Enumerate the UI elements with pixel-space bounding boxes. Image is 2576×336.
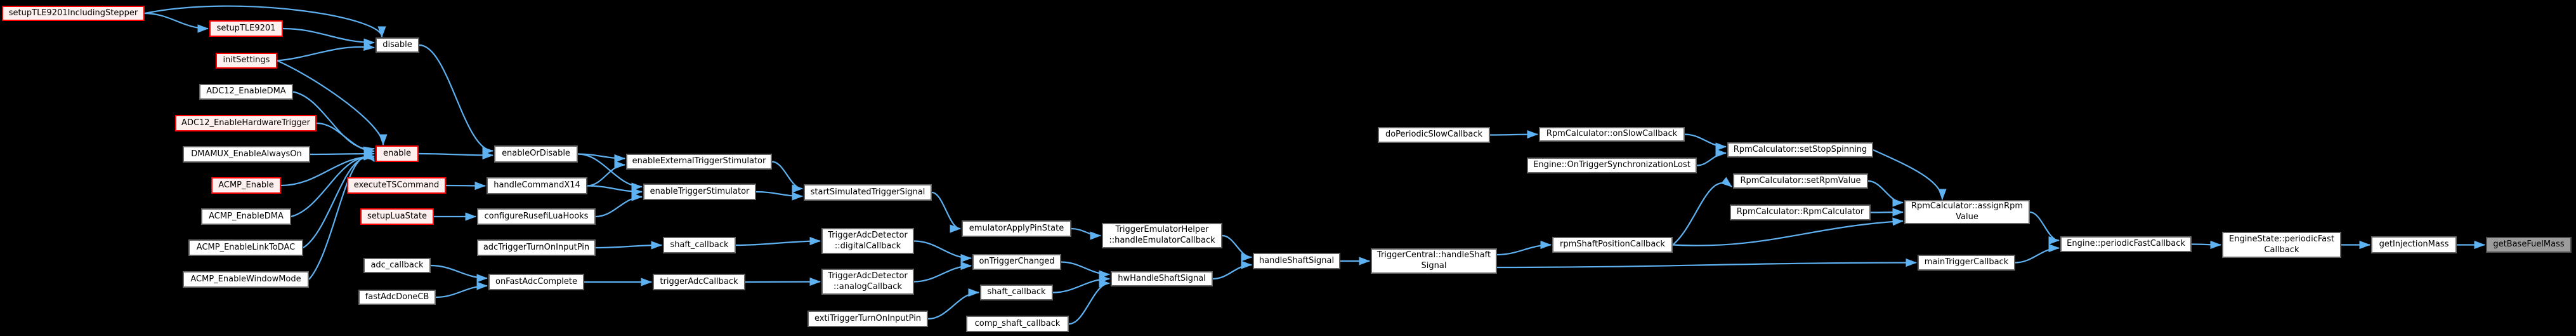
edge-enableExternalTriggerStimulator-to-startSimulatedTriggerSignal <box>771 161 804 193</box>
graph-node-Engine_periodicFastCallback[interactable]: Engine::periodicFastCallback <box>2060 236 2192 252</box>
graph-node-RpmCalculator_onSlowCallback[interactable]: RpmCalculator::onSlowCallback <box>1539 127 1685 142</box>
graph-node-emulatorApplyPinState[interactable]: emulatorApplyPinState <box>962 220 1071 237</box>
edge-RpmCalculator_assignRpmValue-to-Engine_periodicFastCallback <box>2029 211 2060 245</box>
edge-triggerAdcCallback-to-TriggerAdcDetector_analogCallback <box>745 277 821 286</box>
edge-enableTriggerStimulator-to-startSimulatedTriggerSignal <box>755 191 804 201</box>
edge-onTriggerChanged-to-hwHandleShaftSignal <box>1061 261 1111 279</box>
edge-TriggerCentral_handleShaftSignal-to-mainTriggerCallback <box>1496 258 1918 269</box>
graph-node-mainTriggerCallback[interactable]: mainTriggerCallback <box>1918 255 2015 271</box>
edge-initSettings-to-disable <box>277 42 376 62</box>
edge-setupTLE9201IncludingStepper-to-setupTLE9201 <box>144 12 209 33</box>
edge-rpmShaftPositionCallback-to-RpmCalculator_assignRpmValue <box>1672 217 1904 246</box>
edge-configureRusefiLuaHooks-to-enableTriggerStimulator <box>595 192 643 218</box>
graph-node-EngineState_periodicFastCallback[interactable]: EngineState::periodicFast Callback <box>2222 232 2341 258</box>
graph-node-RpmCalculator_RpmCalculator[interactable]: RpmCalculator::RpmCalculator <box>1730 205 1871 220</box>
edge-adcTriggerTurnOnInputPin-to-shaft_callback_1 <box>595 241 663 250</box>
edge-disable-to-enableOrDisable <box>419 44 494 156</box>
graph-node-fastAdcDoneCB[interactable]: fastAdcDoneCB <box>358 290 436 305</box>
edge-mainTriggerCallback-to-Engine_periodicFastCallback <box>2015 243 2060 264</box>
graph-node-hwHandleShaftSignal[interactable]: hwHandleShaftSignal <box>1111 271 1213 286</box>
edge-ACMP_EnableWindowMode-to-enable <box>308 151 375 280</box>
graph-node-ADC12_EnableHardwareTrigger[interactable]: ADC12_EnableHardwareTrigger <box>175 115 317 131</box>
edge-emulatorApplyPinState-to-TriggerEmulatorHelper_handleEmulatorCallback <box>1071 227 1102 240</box>
graph-node-DMAMUX_EnableAlwaysOn[interactable]: DMAMUX_EnableAlwaysOn <box>183 146 310 163</box>
graph-node-ACMP_EnableWindowMode[interactable]: ACMP_EnableWindowMode <box>183 271 309 288</box>
graph-node-onFastAdcComplete[interactable]: onFastAdcComplete <box>488 274 584 290</box>
edge-RpmCalculator_onSlowCallback-to-RpmCalculator_setStopSpinning <box>1684 133 1727 151</box>
edge-extiTriggerTurnOnInputPin-to-shaft_callback_2 <box>927 288 980 320</box>
graph-node-enable[interactable]: enable <box>376 145 419 162</box>
edge-shaft_callback_1-to-TriggerAdcDetector_digitalCallback <box>735 236 821 246</box>
graph-node-doPeriodicSlowCallback[interactable]: doPeriodicSlowCallback <box>1378 127 1490 143</box>
graph-node-handleShaftSignal[interactable]: handleShaftSignal <box>1253 253 1340 269</box>
edge-TriggerAdcDetector_digitalCallback-to-onTriggerChanged <box>913 240 972 263</box>
edge-handleCommandX14-to-enableTriggerStimulator <box>587 185 643 196</box>
edge-TriggerAdcDetector_analogCallback-to-onTriggerChanged <box>913 261 972 283</box>
graph-node-setupTLE9201[interactable]: setupTLE9201 <box>209 20 283 37</box>
edge-TriggerEmulatorHelper_handleEmulatorCallback-to-handleShaftSignal <box>1222 234 1253 262</box>
graph-node-ACMP_Enable[interactable]: ACMP_Enable <box>211 177 281 194</box>
graph-node-setupTLE9201IncludingStepper[interactable]: setupTLE9201IncludingStepper <box>2 6 145 21</box>
graph-node-shaft_callback_1[interactable]: shaft_callback <box>663 237 736 253</box>
edge-fastAdcDoneCB-to-onFastAdcComplete <box>435 281 488 299</box>
graph-node-adcTriggerTurnOnInputPin[interactable]: adcTriggerTurnOnInputPin <box>477 239 596 256</box>
edge-hwHandleShaftSignal-to-handleShaftSignal <box>1212 260 1253 280</box>
edge-RpmCalculator_setRpmValue-to-RpmCalculator_assignRpmValue <box>1867 180 1904 207</box>
graph-node-extiTriggerTurnOnInputPin[interactable]: extiTriggerTurnOnInputPin <box>807 311 928 327</box>
graph-node-disable[interactable]: disable <box>376 37 419 53</box>
edge-RpmCalculator_RpmCalculator-to-RpmCalculator_assignRpmValue <box>1870 208 1904 217</box>
graph-node-handleCommandX14[interactable]: handleCommandX14 <box>487 177 587 194</box>
graph-node-rpmShaftPositionCallback[interactable]: rpmShaftPositionCallback <box>1552 237 1673 253</box>
graph-node-initSettings[interactable]: initSettings <box>216 53 277 69</box>
edge-enableOrDisable-to-enableTriggerStimulator <box>577 153 643 191</box>
edge-startSimulatedTriggerSignal-to-emulatorApplyPinState <box>931 191 962 233</box>
edge-TriggerCentral_handleShaftSignal-to-rpmShaftPositionCallback <box>1496 240 1552 256</box>
graph-node-enableOrDisable[interactable]: enableOrDisable <box>494 145 578 163</box>
edge-Engine_OnTriggerSynchronizationLost-to-RpmCalculator_setStopSpinning <box>1696 149 1727 166</box>
edge-adc_callback-to-onFastAdcComplete <box>430 264 488 283</box>
graph-node-onTriggerChanged[interactable]: onTriggerChanged <box>972 254 1061 270</box>
graph-node-startSimulatedTriggerSignal[interactable]: startSimulatedTriggerSignal <box>804 184 932 201</box>
graph-node-adc_callback[interactable]: adc_callback <box>363 258 431 273</box>
edge-initSettings-to-enable <box>277 60 388 146</box>
graph-node-ACMP_EnableLinkToDAC[interactable]: ACMP_EnableLinkToDAC <box>188 239 303 256</box>
graph-node-getInjectionMass[interactable]: getInjectionMass <box>2371 236 2457 253</box>
graph-node-enableTriggerStimulator[interactable]: enableTriggerStimulator <box>643 184 756 200</box>
graph-node-triggerAdcCallback[interactable]: triggerAdcCallback <box>653 274 745 290</box>
graph-node-configureRusefiLuaHooks[interactable]: configureRusefiLuaHooks <box>477 208 596 225</box>
edge-rpmShaftPositionCallback-to-RpmCalculator_setRpmValue <box>1672 177 1732 246</box>
graph-node-RpmCalculator_setRpmValue[interactable]: RpmCalculator::setRpmValue <box>1733 173 1868 189</box>
graph-node-RpmCalculator_setStopSpinning[interactable]: RpmCalculator::setStopSpinning <box>1727 142 1873 158</box>
graph-node-RpmCalculator_assignRpmValue[interactable]: RpmCalculator::assignRpm Value <box>1904 200 2030 224</box>
graph-node-executeTSCommand[interactable]: executeTSCommand <box>347 177 446 194</box>
edge-executeTSCommand-to-handleCommandX14 <box>445 181 487 191</box>
edge-setupTLE9201IncludingStepper-to-disable <box>144 5 386 38</box>
graph-node-ACMP_EnableDMA[interactable]: ACMP_EnableDMA <box>201 208 291 225</box>
graph-node-getBaseFuelMass: getBaseFuelMass <box>2486 237 2572 253</box>
edge-RpmCalculator_setStopSpinning-to-RpmCalculator_assignRpmValue <box>1873 149 1947 201</box>
graph-node-TriggerCentral_handleShaftSignal[interactable]: TriggerCentral::handleShaft Signal <box>1371 248 1497 274</box>
graph-node-enableExternalTriggerStimulator[interactable]: enableExternalTriggerStimulator <box>626 154 772 170</box>
graph-node-ADC12_EnableDMA[interactable]: ADC12_EnableDMA <box>199 84 293 100</box>
graph-node-TriggerAdcDetector_digitalCallback[interactable]: TriggerAdcDetector ::digitalCallback <box>821 228 914 254</box>
edge-comp_shaft_callback-to-hwHandleShaftSignal <box>1068 279 1111 325</box>
edge-setupTLE9201-to-disable <box>282 27 376 47</box>
graph-node-comp_shaft_callback[interactable]: comp_shaft_callback <box>966 316 1069 332</box>
graph-node-shaft_callback_2[interactable]: shaft_callback <box>980 285 1053 300</box>
graph-node-Engine_OnTriggerSynchronizationLost[interactable]: Engine::OnTriggerSynchronizationLost <box>1527 158 1697 173</box>
edge-enable-to-enableOrDisable <box>418 151 494 160</box>
graph-node-TriggerEmulatorHelper_handleEmulatorCallback[interactable]: TriggerEmulatorHelper ::handleEmulatorCa… <box>1102 223 1222 248</box>
graph-node-TriggerAdcDetector_analogCallback[interactable]: TriggerAdcDetector ::analogCallback <box>821 269 914 295</box>
graph-node-setupLuaState[interactable]: setupLuaState <box>360 208 434 225</box>
